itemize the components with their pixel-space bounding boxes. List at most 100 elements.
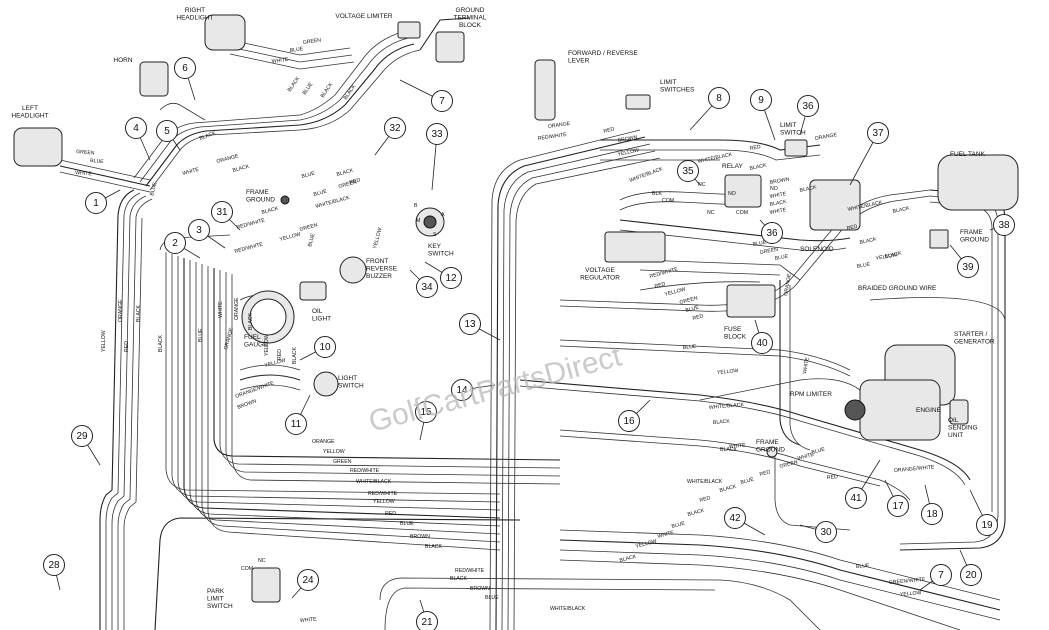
callout-number: 38 (998, 220, 1010, 231)
wire-label: GREEN (759, 247, 778, 256)
terminal-label: M (416, 218, 420, 224)
wire-label: RED/WHITE (236, 217, 266, 230)
callout-circle (957, 256, 979, 278)
wire-label: RED (827, 474, 839, 481)
wire-label: BLUE (671, 520, 686, 529)
oil-sending-unit-label: SENDING (948, 425, 978, 432)
callout-number: 6 (182, 63, 188, 74)
callout-number: 20 (965, 570, 977, 581)
wire (105, 192, 141, 630)
callout-circle (43, 554, 65, 576)
callout-number: 40 (756, 338, 768, 349)
wire (165, 252, 501, 495)
wire-label: RED/WHITE (234, 241, 264, 254)
callout-number: 42 (729, 513, 741, 524)
light-switch-label: SWITCH (338, 383, 364, 390)
callout-circle (708, 87, 730, 109)
callout-circle (930, 564, 952, 586)
wire (600, 149, 821, 161)
callout-number: 3 (196, 225, 202, 236)
wire (111, 195, 147, 630)
wire-label: BLACK (248, 312, 254, 330)
callout-number: 29 (76, 431, 88, 442)
wire-label: WHITE/BLACK (315, 195, 351, 210)
wire (559, 435, 881, 487)
wire (639, 281, 761, 291)
callout-number: 1 (93, 198, 99, 209)
wire-label: RED/WHITE (537, 132, 567, 142)
frame-ground-top-stud (280, 195, 290, 205)
wire (419, 17, 471, 51)
wire-label: GREEN (338, 179, 358, 190)
terminal-label: S (433, 232, 437, 238)
wire-label: WHITE/BLACK (709, 402, 745, 411)
wire-label: WHITE (769, 191, 787, 200)
fuel-tank-label: FUEL TANK (950, 151, 986, 158)
wire (559, 195, 931, 312)
wire-label: BLUE (752, 240, 767, 248)
wire (207, 266, 501, 551)
wire-label: RED (692, 313, 704, 322)
callout-circle (976, 514, 998, 536)
wire-label: BLACK (719, 484, 738, 494)
callout-number: 19 (981, 520, 993, 531)
wire (779, 280, 801, 446)
wire (619, 229, 847, 252)
terminal-label: B (414, 203, 418, 209)
wire-label: RED (749, 144, 761, 152)
frame-ground-top-label: FRAME (246, 189, 269, 196)
callout-circle (815, 521, 837, 543)
right-headlight (204, 14, 246, 51)
wire (123, 217, 143, 630)
park-limit-switch-label: PARK (207, 588, 225, 595)
wire-label: RED/WHITE (350, 468, 380, 474)
callout-number: 31 (216, 207, 228, 218)
wire-label: GREEN (302, 37, 321, 46)
components (13, 14, 1019, 603)
wire-label: WHITE (797, 452, 815, 462)
wire-label: WHITE (657, 530, 675, 540)
callout-number: 35 (682, 166, 694, 177)
wire (384, 587, 716, 630)
ground-terminal-block-label: GROUND (456, 7, 485, 14)
terminal-label: NC (258, 558, 266, 564)
wire-label: WHITE (218, 301, 224, 318)
forward-reverse-lever-label: LEVER (568, 58, 590, 65)
callout-circle (416, 276, 438, 298)
wire-label: BLUE (685, 304, 700, 313)
limit-switch-label: SWITCH (780, 130, 806, 137)
callout-circle (797, 95, 819, 117)
terminal-label: COM (662, 198, 674, 204)
wire (177, 256, 501, 511)
front-reverse-buzzer (339, 256, 367, 284)
terminal-label: NO (770, 186, 778, 192)
wire (495, 136, 646, 630)
wire (639, 259, 801, 281)
wire (239, 374, 301, 381)
wire-label: BLACK (619, 554, 638, 564)
wire (489, 129, 641, 630)
wire (559, 429, 911, 501)
limit-switch-label: LIMIT (780, 122, 797, 129)
callout-number: 7 (439, 96, 445, 107)
wire-label: BLACK (336, 168, 355, 178)
wire-label: BLUE (90, 158, 105, 165)
callout-number: 18 (926, 509, 938, 520)
callout-number: 15 (420, 407, 432, 418)
wire-label: RED (759, 469, 771, 478)
wire-label: ORANGE (234, 297, 240, 320)
front-reverse-buzzer-label: REVERSE (366, 266, 398, 273)
callout-number: 32 (389, 123, 401, 134)
wire (619, 191, 741, 201)
callout-circle (459, 313, 481, 335)
terminal-label: COM (736, 210, 748, 216)
terminal-label: NO (728, 191, 736, 197)
wire (59, 171, 151, 193)
wire-label: ORANGE (312, 439, 335, 445)
wire-label: YELLOW (900, 590, 922, 598)
wire (133, 31, 403, 179)
wire (225, 272, 561, 477)
